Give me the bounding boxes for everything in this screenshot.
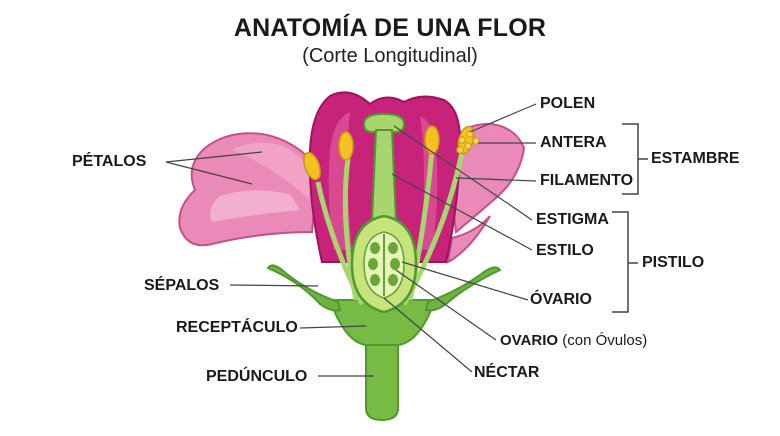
label-estambre: ESTAMBRE [651, 150, 740, 167]
pollen-grain [466, 130, 474, 138]
receptacle-shape [328, 299, 437, 346]
label-ovario-ovulos-main: OVARIO [500, 332, 559, 349]
label-antera: ANTERA [540, 134, 607, 151]
leader-nectar [383, 297, 473, 373]
pollen-grain [456, 146, 464, 154]
label-filamento: FILAMENTO [540, 172, 634, 189]
leader-estilo [391, 173, 533, 251]
stigma-shape [362, 112, 406, 133]
sepal-right [424, 266, 502, 312]
style-shape [370, 129, 398, 223]
leader-filamento [455, 177, 537, 182]
label-ovario: ÓVARIO [530, 291, 592, 308]
label-polen: POLEN [540, 95, 596, 112]
ovule [388, 274, 398, 286]
pollen-grain [464, 142, 472, 150]
label-ovario-ovulos: OVARIO (con Óvulos) [500, 332, 647, 350]
label-pistilo: PISTILO [642, 254, 705, 271]
ovule [370, 274, 380, 286]
petal-right-lower [446, 215, 491, 264]
petal-left-highlight [210, 190, 300, 222]
leader-receptaculo [299, 325, 367, 329]
label-estigma: ESTIGMA [536, 211, 609, 228]
anther-1 [338, 131, 354, 161]
pollen-grain [472, 137, 480, 145]
label-pedunculo: PEDÚNCULO [206, 368, 308, 385]
label-ovario-ovulos-suffix: (con Óvulos) [562, 332, 648, 349]
ovule [370, 242, 380, 254]
leader-ovario [401, 261, 529, 301]
anther-3 [424, 125, 440, 155]
label-receptaculo: RECEPTÁCULO [176, 319, 298, 336]
diagram-subtitle: (Corte Longitudinal) [302, 45, 478, 67]
diagram-title: ANATOMÍA DE UNA FLOR [233, 14, 547, 42]
label-nectar: NÉCTAR [474, 364, 540, 381]
label-sepalos: SÉPALOS [144, 277, 220, 294]
ovule [368, 258, 378, 270]
peduncle-stem [365, 339, 399, 422]
leader-polen [469, 103, 537, 133]
sepal-left [266, 264, 342, 312]
pollen-grain [458, 136, 466, 144]
leader-petalos-1 [165, 151, 263, 163]
filament-2 [315, 181, 365, 306]
anther-2 [303, 151, 321, 181]
ovule [388, 242, 398, 254]
leader-ovario-ovulos [395, 269, 497, 341]
pistilo-bracket [612, 211, 629, 313]
leader-petalos-2 [165, 161, 253, 185]
label-petalos: PÉTALOS [72, 153, 147, 170]
ovule [390, 258, 400, 270]
leader-estigma [393, 125, 533, 221]
petal-left-upper [232, 142, 316, 198]
leader-sepalos [229, 284, 319, 287]
label-estilo: ESTILO [536, 242, 594, 259]
